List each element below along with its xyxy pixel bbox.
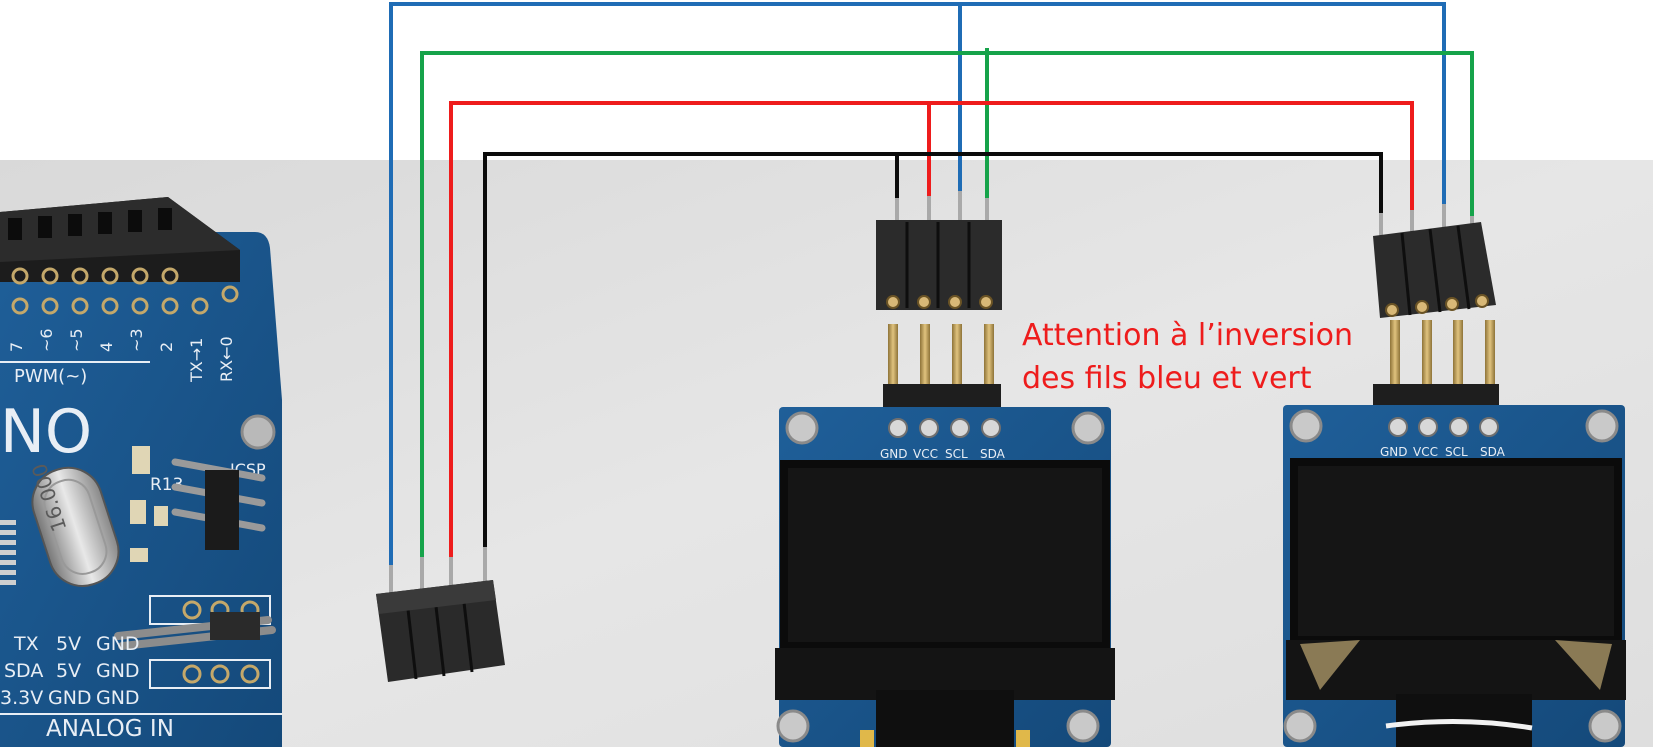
icsp-header	[205, 470, 239, 550]
header-label-gnd: GND	[96, 687, 140, 709]
oled-2-pin-vcc: VCC	[1413, 445, 1438, 459]
wire-green-sda	[420, 51, 1474, 559]
smd-component	[130, 548, 148, 562]
oled-1-pin-vcc: VCC	[913, 447, 938, 461]
header-label-5v: 5V	[56, 633, 81, 655]
smd-component	[130, 500, 146, 524]
arduino-uno-board: 7 ~6 ~5 4 ~3 2 TX→1 RX←0 PWM(~) NO 16.00…	[0, 197, 282, 747]
pin-number-2: 2	[157, 342, 176, 352]
pin-number-6: ~6	[37, 328, 56, 352]
header-label-gnd: GND	[48, 687, 92, 709]
wires	[389, 2, 1474, 567]
oled-1-flex-cable	[876, 690, 1014, 747]
smd-component	[154, 506, 168, 526]
header-label-gnd: GND	[96, 633, 140, 655]
oled-1-pin-gnd: GND	[880, 447, 908, 461]
pwm-label: PWM(~)	[14, 366, 87, 387]
inversion-warning-note: Attention à l’inversion des fils bleu et…	[1022, 314, 1353, 400]
header-label-5v: 5V	[56, 660, 81, 682]
header-label-tx: TX	[13, 633, 39, 655]
pin-number-3: ~3	[127, 328, 146, 352]
oled-1-pin-sda: SDA	[980, 447, 1006, 461]
warning-line-2: des fils bleu et vert	[1022, 361, 1312, 396]
oled-module-1: GND VCC SCL SDA	[775, 191, 1115, 747]
analog-in-label: ANALOG IN	[46, 716, 174, 742]
header-label-sda: SDA	[4, 660, 43, 682]
warning-line-1: Attention à l’inversion	[1022, 318, 1354, 353]
page-background	[0, 0, 1653, 160]
oled-2-pin-gnd: GND	[1380, 445, 1408, 459]
oled-2-pin-scl: SCL	[1445, 445, 1468, 459]
oled-2-pin-header	[1373, 384, 1499, 408]
oled-1-pin-scl: SCL	[945, 447, 968, 461]
pin-number-7: 7	[7, 342, 26, 352]
wire-red-vcc	[449, 101, 1414, 559]
pin-number-tx: TX→1	[187, 338, 206, 383]
board-name: NO	[0, 397, 92, 467]
oled-1-pin-header	[883, 384, 1001, 408]
wire-blue-scl	[389, 2, 1446, 567]
header-label-gnd: GND	[96, 660, 140, 682]
wire-black-gnd	[483, 152, 1383, 549]
header-label-3v3: 3.3V	[0, 687, 43, 709]
smd-component	[132, 446, 150, 474]
oled-module-2: GND VCC SCL SDA	[1283, 204, 1626, 747]
pin-number-rx: RX←0	[217, 336, 236, 382]
pin-number-4: 4	[97, 342, 116, 352]
female-connector-arduino	[376, 547, 505, 682]
arduino-mounting-hole	[240, 414, 276, 450]
pin-number-5: ~5	[67, 328, 86, 352]
oled-2-pin-sda: SDA	[1480, 445, 1506, 459]
